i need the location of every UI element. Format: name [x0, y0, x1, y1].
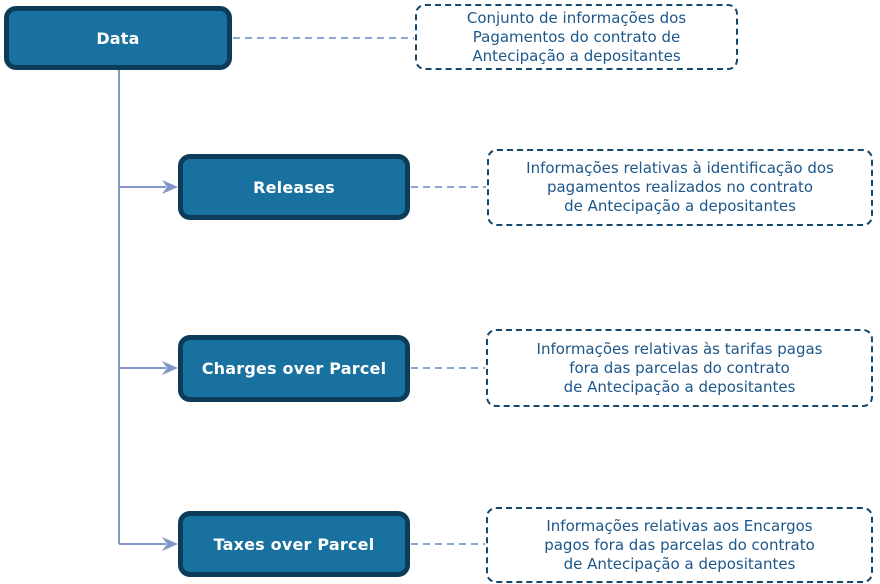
- note-charges-line-3: de Antecipação a depositantes: [563, 377, 796, 396]
- node-data-label: Data: [96, 28, 140, 48]
- node-data: Data: [4, 6, 232, 70]
- node-releases-label: Releases: [253, 177, 335, 197]
- node-taxes-over-parcel: Taxes over Parcel: [178, 511, 410, 577]
- note-charges-over-parcel: Informações relativas às tarifas pagas f…: [486, 329, 873, 407]
- note-data-line-2: Pagamentos do contrato de: [472, 27, 681, 46]
- note-releases-line-1: Informações relativas à identificação do…: [526, 159, 834, 177]
- note-charges-line-2: fora das parcelas do contrato: [569, 358, 790, 377]
- note-releases: Informações relativas à identificação do…: [487, 149, 873, 226]
- note-releases-line-2: pagamentos realizados no contrato: [546, 178, 814, 196]
- node-charges-over-parcel: Charges over Parcel: [178, 335, 410, 402]
- arrowhead-charges: [162, 361, 178, 375]
- note-taxes-over-parcel: Informações relativas aos Encargos pagos…: [486, 507, 873, 583]
- note-charges-line-1: Informações relativas às tarifas pagas: [536, 339, 823, 358]
- note-taxes-line-2: pagos fora das parcelas do contrato: [544, 535, 815, 554]
- note-releases-line-3: de Antecipação a depositantes: [564, 197, 796, 215]
- note-data: Conjunto de informações dos Pagamentos d…: [415, 4, 738, 70]
- note-data-line-3: Antecipação a depositantes: [472, 46, 681, 65]
- arrowhead-taxes: [162, 537, 178, 551]
- note-data-line-1: Conjunto de informações dos: [466, 8, 687, 27]
- arrowhead-releases: [162, 180, 178, 194]
- node-charges-over-parcel-label: Charges over Parcel: [201, 359, 387, 378]
- node-releases: Releases: [178, 154, 410, 220]
- node-taxes-over-parcel-label: Taxes over Parcel: [213, 534, 375, 554]
- note-taxes-line-1: Informações relativas aos Encargos: [546, 516, 813, 535]
- note-taxes-line-3: de Antecipação a depositantes: [563, 554, 796, 573]
